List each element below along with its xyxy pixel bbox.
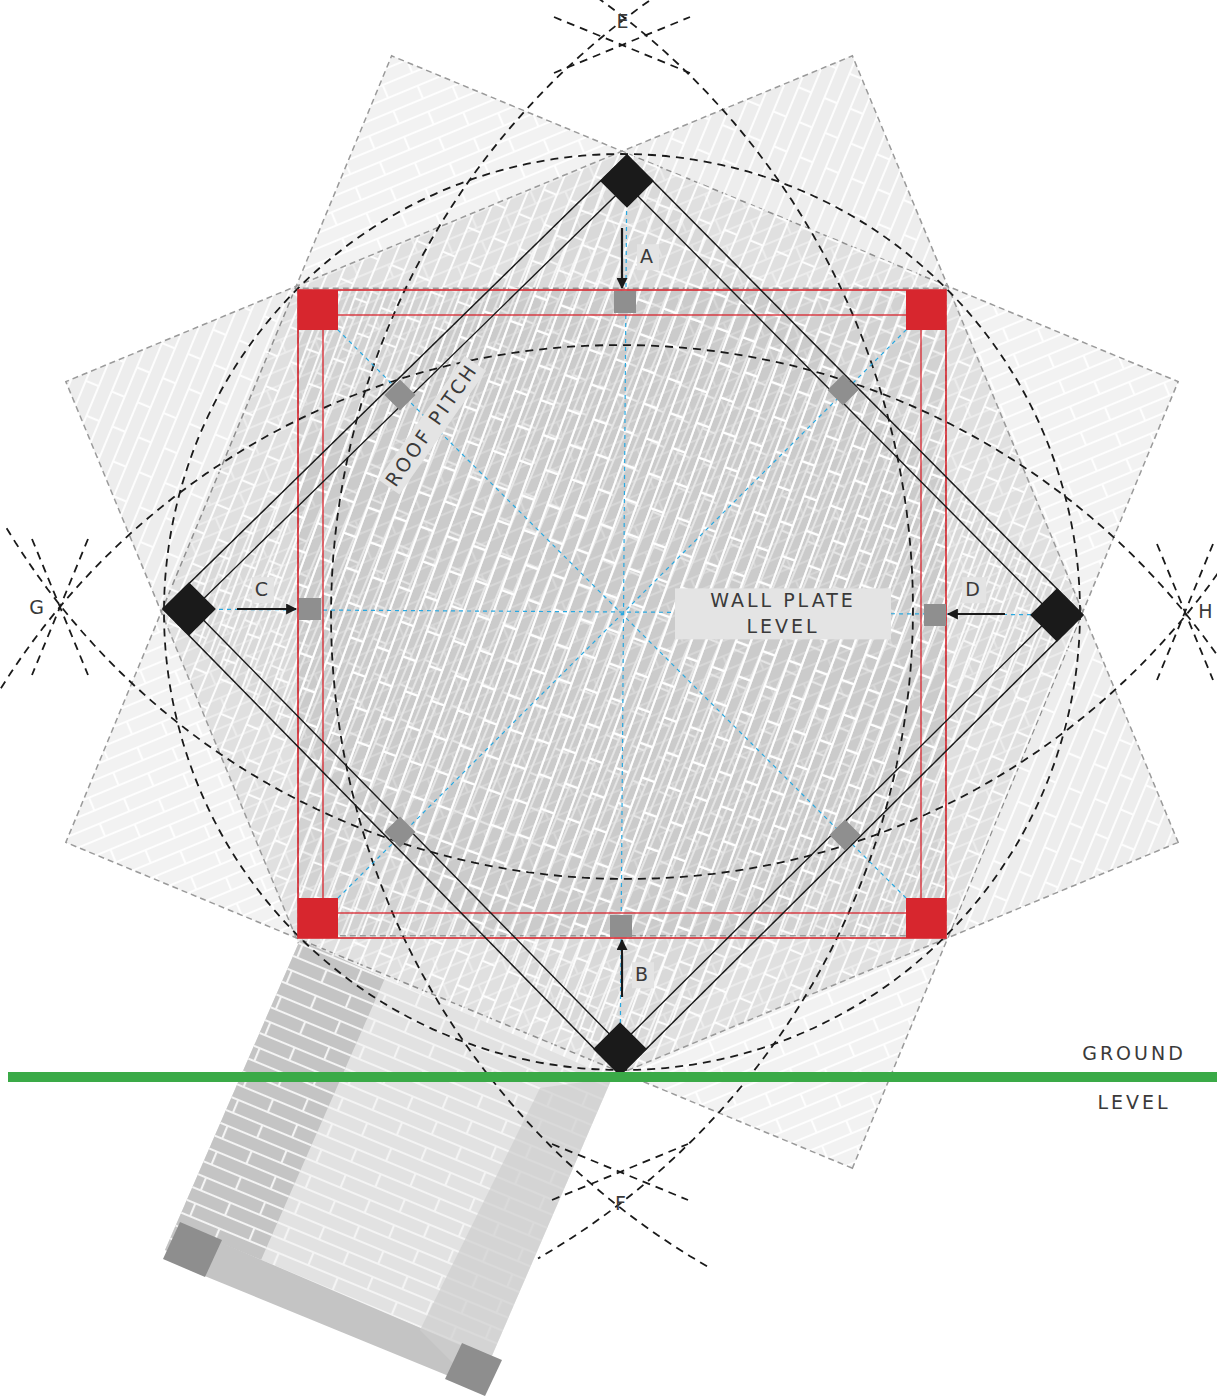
corner-post [906,898,946,938]
tile-layers [66,56,1178,1168]
wall-bricks [165,940,612,1388]
offset-arrows [237,228,1005,997]
construction-arcs [1,0,1217,1266]
roof-outline [163,155,1083,1075]
tile-square [66,56,1178,1168]
construction-label: LEVEL [1097,1090,1170,1116]
construction-label: WALL PLATE LEVEL [675,588,891,639]
brick-texture [66,56,1178,1168]
construction-label: C [252,577,274,603]
marker-squares [299,291,946,937]
corner-post [298,898,338,938]
tile-outline [66,56,1178,1168]
wall-plate [298,290,946,938]
centre-lines [163,155,1083,1075]
compass-arc [6,528,1217,879]
vertex-markers [162,154,1084,1076]
compass-arc [1,345,1217,699]
ground-line [8,1072,1217,1082]
wall-post [445,1343,502,1396]
corner-post [906,290,946,330]
intersection-mark [552,1144,688,1200]
wall-band [420,1078,612,1388]
construction-label: G [29,595,47,621]
construction-label: B [632,962,654,988]
construction-label: A [637,244,659,270]
tile-square [163,155,1083,1075]
brick-texture [66,56,1178,1168]
wall-post [163,1222,222,1277]
brick-texture [163,155,1083,1075]
construction-label: D [962,577,986,603]
construction-label: ROOF PITCH [378,356,486,495]
wall-face [165,940,612,1388]
tile-square [66,56,1178,1168]
construction-label: E [616,9,631,35]
corner-post [298,290,338,330]
construction-label: F [615,1191,629,1217]
tile-outline [66,56,1178,1168]
tile-outline [163,155,1083,1075]
wall-section [163,940,612,1396]
construction-label: H [1198,599,1215,625]
construction-label: GROUND [1082,1041,1186,1067]
